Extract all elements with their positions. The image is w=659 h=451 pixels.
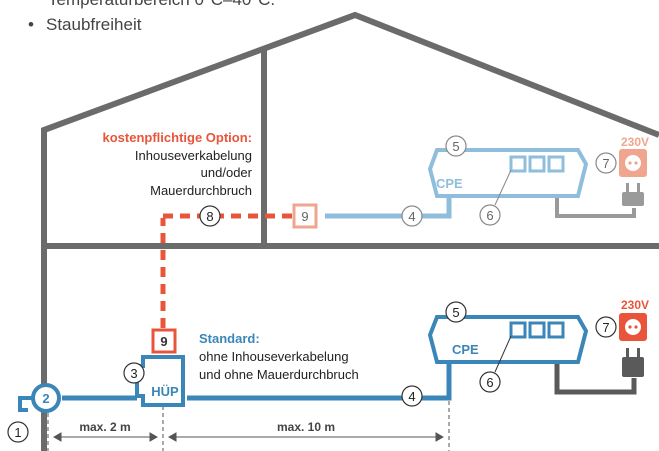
dimension-label-10m: max. 10 m	[277, 420, 335, 434]
cpe-device-lower: CPE	[427, 315, 589, 364]
requirement-text: Staubfreiheit	[46, 15, 142, 34]
marker-4-upper: 4	[401, 205, 423, 227]
dimension-label-2m: max. 2 m	[79, 420, 130, 434]
roof-line	[41, 11, 659, 451]
marker-4-lower: 4	[401, 385, 423, 407]
svg-text:3: 3	[130, 366, 137, 381]
power-cable-upper	[555, 196, 636, 218]
svg-text:9: 9	[301, 209, 308, 224]
option-line-3: Mauerdurchbruch	[150, 183, 252, 198]
power-label-lower: 230V	[621, 298, 649, 312]
number-markers: 1 3 4 5 6 7 8 4	[7, 135, 617, 443]
standard-title: Standard:	[199, 331, 260, 346]
option-note: kostenpflichtige Option: Inhouseverkabel…	[103, 130, 253, 198]
marker-9-upper: 9	[292, 203, 318, 229]
upper-cables	[163, 196, 636, 219]
svg-text:1: 1	[14, 425, 21, 440]
marker-7-upper: 7	[595, 152, 617, 174]
svg-text:2: 2	[42, 391, 49, 406]
requirement-item: • Staubfreiheit	[28, 14, 255, 36]
standard-line-1: ohne Inhouseverkabelung	[199, 349, 349, 364]
standard-note: Standard: ohne Inhouseverkabelung und oh…	[199, 331, 359, 382]
option-line-1: Inhouseverkabelung	[135, 148, 252, 163]
svg-text:7: 7	[602, 156, 609, 171]
wall-entry-marker: 2	[31, 383, 61, 413]
marker-8: 8	[199, 205, 221, 227]
option-title: kostenpflichtige Option:	[103, 130, 253, 145]
marker-5-upper: 5	[445, 135, 467, 157]
marker-9-lower: 9	[151, 328, 177, 354]
marker-5-lower: 5	[445, 301, 467, 323]
bullet-icon: •	[28, 15, 34, 34]
marker-6-lower: 6	[479, 371, 501, 393]
power-label-upper: 230V	[621, 135, 649, 149]
huep-box: HÜP	[135, 355, 185, 407]
marker-6-upper: 6	[479, 204, 501, 226]
dimension-lines	[47, 394, 450, 451]
plug-icon-lower	[622, 348, 644, 377]
requirements-list: Temperaturbereich 0°C–40°C. • Staubfreihe…	[28, 0, 275, 44]
svg-text:4: 4	[408, 209, 415, 224]
clipped-requirement-line: Temperaturbereich 0°C–40°C.	[48, 0, 275, 11]
house-structure	[41, 11, 659, 451]
standard-line-2: und ohne Mauerdurchbruch	[199, 367, 359, 382]
svg-text:6: 6	[486, 375, 493, 390]
svg-text:8: 8	[206, 209, 213, 224]
power-socket-upper: 230V	[619, 135, 649, 177]
cpe-device-upper: CPE	[427, 148, 589, 198]
cpe-label-lower: CPE	[452, 342, 479, 357]
marker-3: 3	[123, 362, 145, 384]
svg-text:7: 7	[602, 320, 609, 335]
power-socket-lower: 230V	[619, 298, 649, 341]
plug-icon-upper	[622, 183, 644, 206]
fiber-to-upper-cpe	[325, 196, 452, 219]
leader-6-lower	[494, 335, 512, 373]
svg-text:6: 6	[486, 208, 493, 223]
svg-text:5: 5	[452, 139, 459, 154]
cpe-label-upper: CPE	[436, 176, 463, 191]
leader-6-upper	[494, 169, 512, 206]
option-line-2: und/oder	[201, 165, 253, 180]
huep-label: HÜP	[151, 384, 179, 399]
power-cable-lower	[554, 360, 637, 395]
marker-1: 1	[7, 421, 29, 443]
marker-7-lower: 7	[595, 316, 617, 338]
svg-text:5: 5	[452, 305, 459, 320]
svg-text:4: 4	[408, 389, 415, 404]
svg-text:9: 9	[160, 334, 167, 349]
